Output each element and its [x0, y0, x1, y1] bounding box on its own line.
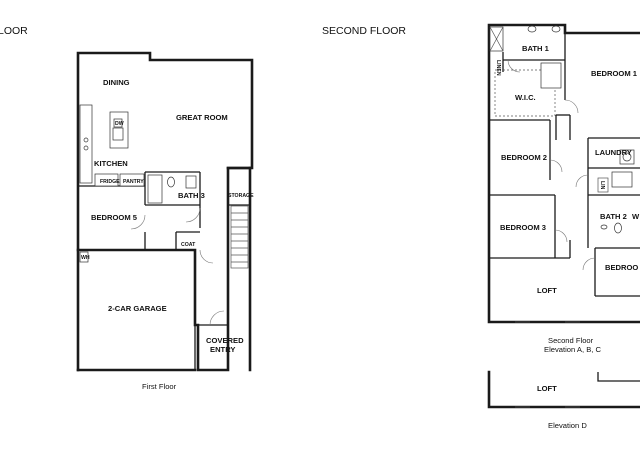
bath1-door	[507, 59, 521, 73]
first-floor-plan: DW DINING GREAT ROOM KITCHEN FRIDGE PANT…	[76, 51, 254, 391]
second-floor-caption: Second Floor	[548, 336, 594, 345]
fridge-icon	[94, 173, 119, 187]
laundry-door	[575, 174, 589, 188]
first-floor-exterior-wall	[76, 51, 254, 372]
elevation-d-interior-wall	[597, 372, 640, 382]
room-label-pantry: PANTRY	[123, 179, 144, 185]
washer-drum-icon	[622, 152, 632, 162]
room-label-linen: LINEN	[495, 60, 501, 76]
first-floor-caption: First Floor	[142, 382, 177, 391]
bedroom5-door	[130, 214, 146, 230]
bathtub-icon	[147, 174, 163, 204]
wic-shelving	[494, 69, 556, 117]
bath3-door	[185, 207, 201, 223]
room-label-bath2: BATH 2	[600, 212, 627, 221]
cooktop-burner-icon	[83, 145, 89, 151]
elevation-d-caption: Elevation D	[548, 421, 587, 430]
toilet-icon	[614, 222, 622, 234]
bedroom4-door	[582, 257, 596, 271]
dishwasher-icon	[113, 118, 123, 128]
room-label-wh: WH	[81, 255, 90, 261]
elevation-d-wall	[487, 370, 640, 409]
room-label-loft: LOFT	[537, 286, 557, 295]
room-label-coat: COAT	[181, 242, 196, 248]
second-floor-heading: SECOND FLOOR	[322, 25, 406, 37]
room-label-great-room: GREAT ROOM	[176, 113, 228, 122]
sink-icon	[551, 25, 561, 33]
room-label-kitchen: KITCHEN	[94, 159, 128, 168]
bedroom2-door	[549, 159, 563, 173]
room-label-bath1: BATH 1	[522, 44, 550, 53]
garage-entry-door	[199, 249, 214, 264]
room-label-garage: 2-CAR GARAGE	[108, 304, 167, 313]
room-label-fridge: FRIDGE	[100, 179, 120, 185]
room-label-wic: W.I.C.	[515, 93, 536, 102]
room-label-wic2: W	[632, 212, 640, 221]
linen-closet-2	[597, 177, 609, 193]
elevation-d-plan: LOFT Elevation D	[487, 370, 640, 430]
room-label-bedroom5: BEDROOM 5	[91, 213, 138, 222]
first-floor-heading: LOOR	[0, 25, 28, 37]
room-label-lin: LIN	[599, 181, 605, 190]
room-label-laundry: LAUNDRY	[595, 148, 632, 157]
room-label-entry: ENTRY	[210, 345, 235, 354]
second-floor-exterior-wall	[487, 23, 640, 324]
toilet-room	[540, 62, 562, 89]
cooktop-burner-icon	[83, 137, 89, 143]
bedroom3-door	[554, 229, 568, 243]
sink-icon	[527, 25, 537, 33]
room-label-dining: DINING	[103, 78, 130, 87]
sink-icon	[600, 224, 608, 230]
kitchen-counter	[79, 104, 93, 184]
room-label-storage: STORAGE	[228, 193, 254, 199]
tub-icon	[611, 171, 633, 188]
room-label-bedroom1: BEDROOM 1	[591, 69, 638, 78]
pantry-closet	[119, 173, 145, 187]
room-label-bedroom4: BEDROO	[605, 263, 638, 272]
room-label-bedroom3: BEDROOM 3	[500, 223, 546, 232]
toilet-icon	[167, 176, 175, 188]
second-floor-elevation-caption: Elevation A, B, C	[544, 345, 601, 354]
front-door	[209, 310, 225, 326]
water-heater-icon	[79, 251, 89, 263]
dw-label: DW	[115, 121, 124, 127]
sink-icon	[112, 127, 124, 141]
stairs	[230, 205, 249, 269]
room-label-covered: COVERED	[206, 336, 244, 345]
vanity-sink-icon	[185, 175, 197, 189]
second-floor-plan: BATH 1 LINEN BEDROOM 1 W.I.C. LAUNDRY BE…	[487, 23, 640, 354]
bedroom1-door	[564, 99, 579, 114]
room-label-bath3: BATH 3	[178, 191, 205, 200]
room-label-bedroom2: BEDROOM 2	[501, 153, 547, 162]
room-label-loft-d: LOFT	[537, 384, 557, 393]
